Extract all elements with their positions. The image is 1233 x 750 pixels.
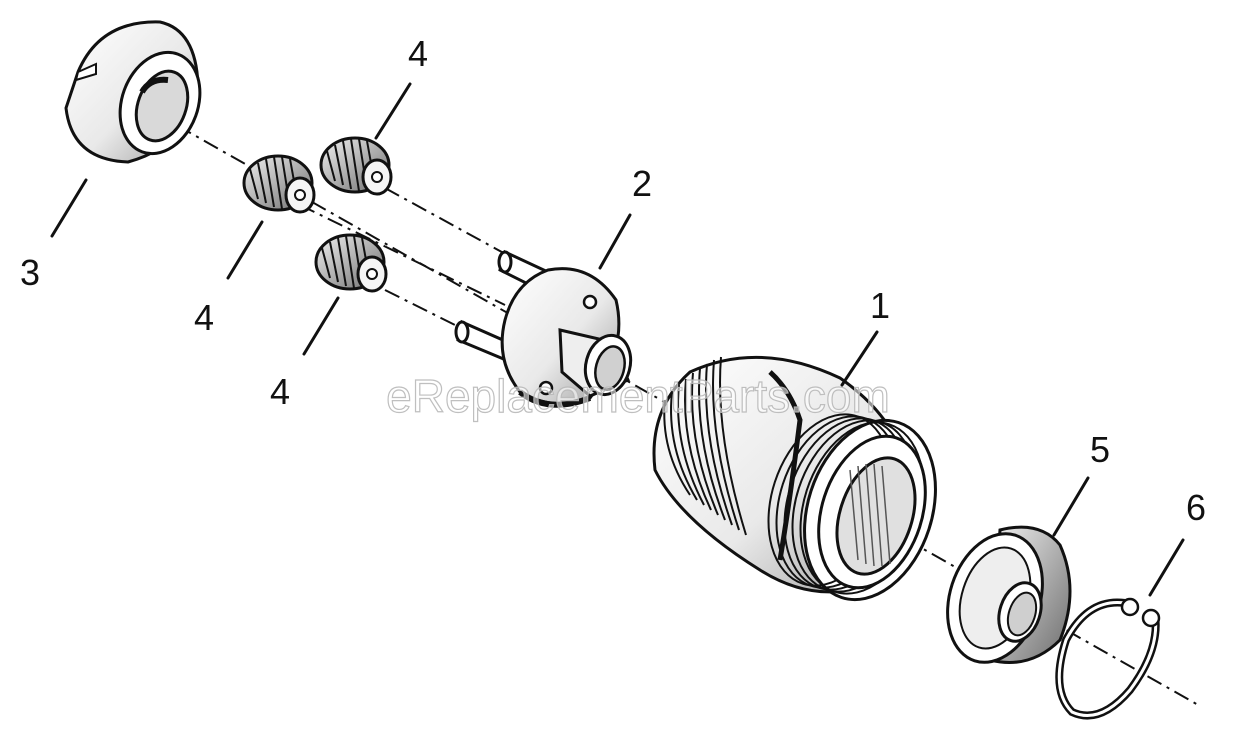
callout-numbers: 1 2 3 4 4 4 5 6 xyxy=(20,33,1206,528)
leader-line-part-2 xyxy=(598,213,632,270)
callout-part-6: 6 xyxy=(1186,487,1206,528)
leader-line-part-1 xyxy=(840,330,879,387)
watermark-text: eReplacementParts.com xyxy=(386,370,890,422)
leader-line-part-4-lower xyxy=(302,296,340,356)
part-4-pinion-gear-middle xyxy=(242,154,316,214)
leader-line-part-3 xyxy=(50,178,88,238)
thread-grooves-left xyxy=(663,356,747,536)
internal-teeth xyxy=(849,463,891,567)
leader-line-part-5 xyxy=(1052,476,1090,537)
gear-axis-line-middle xyxy=(299,204,506,306)
part-4-pinion-gear-lower xyxy=(314,233,388,293)
callout-part-3: 3 xyxy=(20,252,40,293)
part-4-pinion-gear-upper xyxy=(319,136,393,196)
leader-lines xyxy=(50,82,1185,597)
leader-line-part-6 xyxy=(1148,538,1185,597)
part-5-ball-bearing xyxy=(946,525,1072,664)
gear-axis-line-lower xyxy=(384,289,506,351)
part-2-planet-carrier xyxy=(454,249,633,408)
gear-axis-line-upper xyxy=(384,187,521,263)
part-3-slotted-washer xyxy=(64,20,202,164)
leader-line-part-4-middle xyxy=(226,220,264,280)
callout-part-4-lower: 4 xyxy=(270,371,290,412)
part-6-snap-ring xyxy=(1055,597,1161,720)
callout-part-1: 1 xyxy=(870,285,890,326)
leader-line-part-4-upper xyxy=(374,82,412,140)
callout-part-5: 5 xyxy=(1090,429,1110,470)
part-1-threaded-housing xyxy=(652,355,937,602)
callout-part-2: 2 xyxy=(632,163,652,204)
callout-part-4-middle: 4 xyxy=(194,297,214,338)
callout-part-4-upper: 4 xyxy=(408,33,428,74)
